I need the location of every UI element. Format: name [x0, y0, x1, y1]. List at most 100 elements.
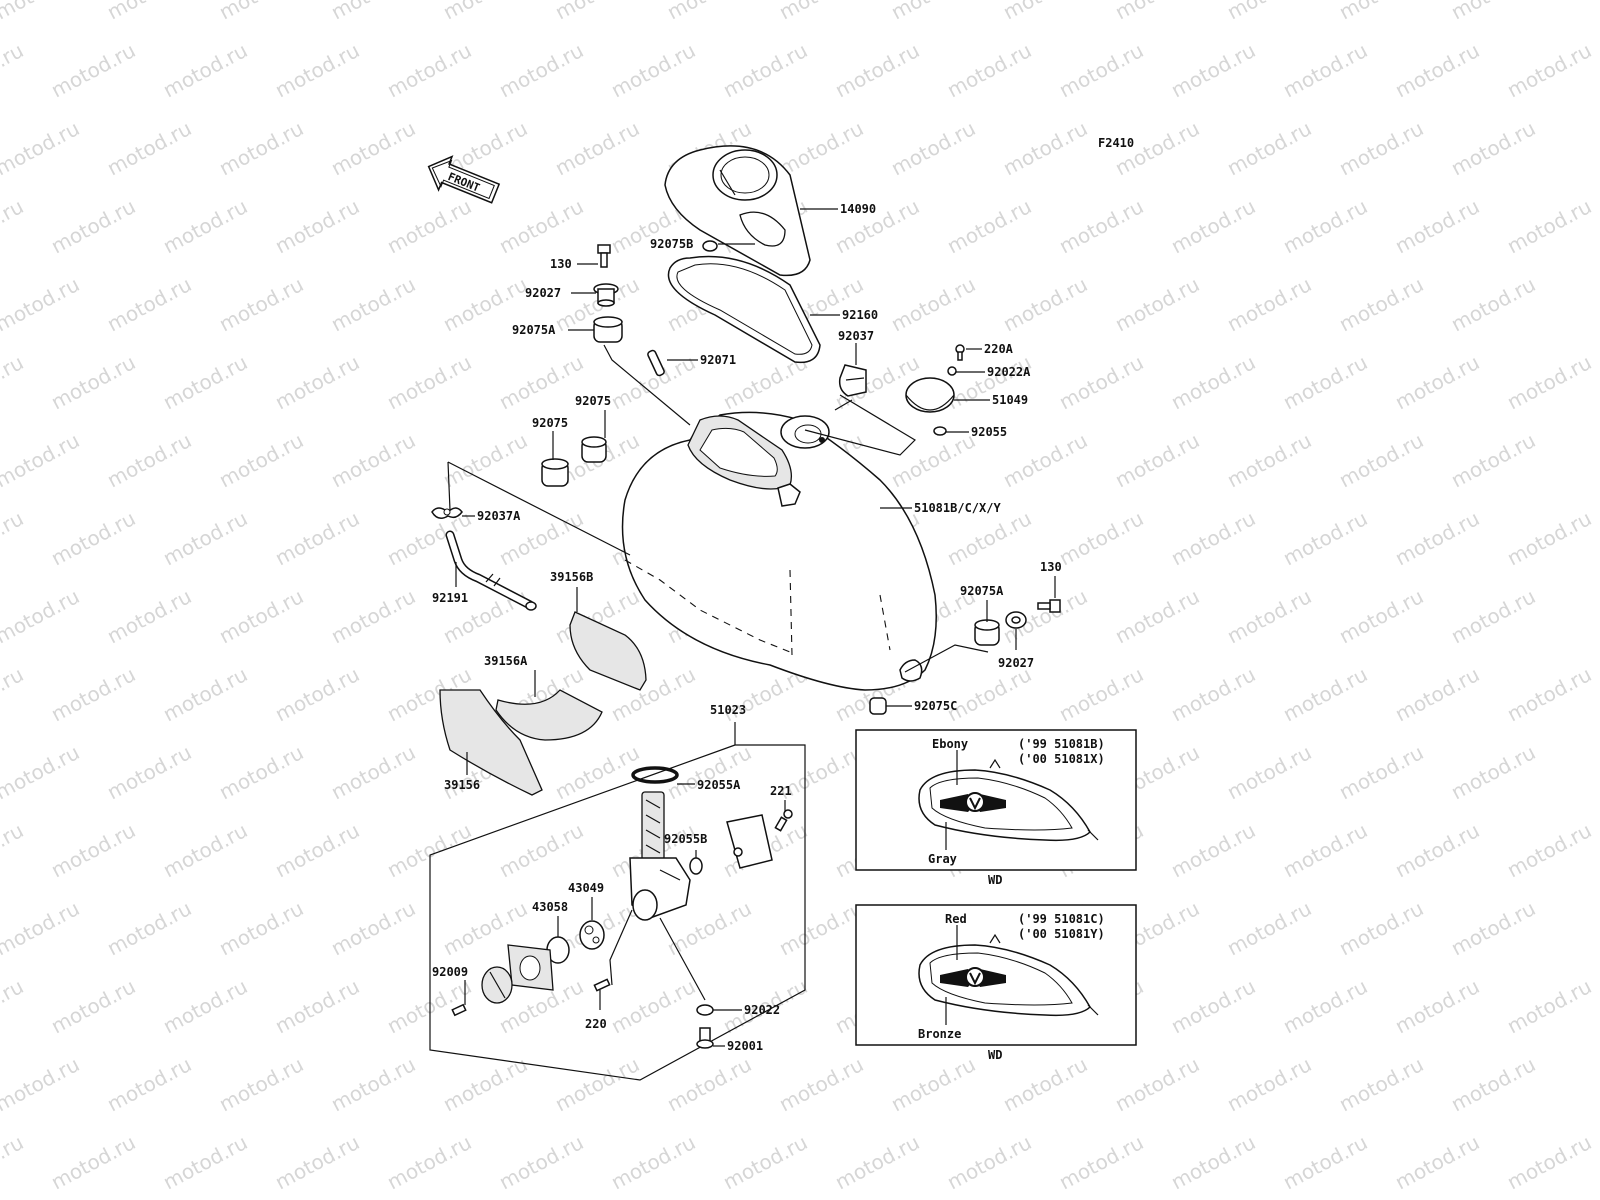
label-51049: 51049: [992, 393, 1028, 407]
watermark-text: motod.ru: [1223, 0, 1315, 24]
watermark-text: motod.ru: [943, 194, 1035, 258]
seal-92160: [667, 255, 821, 364]
watermark-text: motod.ru: [271, 662, 363, 726]
variant-tank-2: [918, 933, 1099, 1017]
variant-2-bottom-color: Bronze: [918, 1027, 961, 1041]
watermark-text: motod.ru: [159, 194, 251, 258]
watermark-text: motod.ru: [943, 1130, 1035, 1194]
watermark-text: motod.ru: [1391, 818, 1483, 882]
watermark-text: motod.ru: [0, 818, 27, 882]
watermark-text: motod.ru: [1111, 272, 1203, 336]
watermark-text: motod.ru: [775, 116, 867, 180]
watermark-text: motod.ru: [1167, 974, 1259, 1038]
damper-92075-left: [541, 458, 569, 487]
label-92009: 92009: [432, 965, 468, 979]
watermark-text: motod.ru: [0, 974, 27, 1038]
label-39156: 39156: [444, 778, 480, 792]
watermark-text: motod.ru: [775, 1052, 867, 1116]
screw-220: [593, 978, 611, 992]
watermark-text: motod.ru: [1335, 428, 1427, 492]
watermark-text: motod.ru: [103, 428, 195, 492]
watermark-text: motod.ru: [607, 1130, 699, 1194]
watermark-text: motod.ru: [47, 1130, 139, 1194]
watermark-text: motod.ru: [999, 116, 1091, 180]
watermark-text: motod.ru: [215, 0, 307, 24]
watermark-text: motod.ru: [1055, 506, 1147, 570]
watermark-text: motod.ru: [775, 0, 867, 24]
label-14090: 14090: [840, 202, 876, 216]
watermark-text: motod.ru: [0, 116, 83, 180]
watermark-text: motod.ru: [663, 1052, 755, 1116]
watermark-text: motod.ru: [159, 38, 251, 102]
figure-code: F2410: [1098, 136, 1134, 150]
variant-1-code: WD: [988, 873, 1002, 887]
watermark-text: motod.ru: [1391, 662, 1483, 726]
watermark-text: motod.ru: [1503, 662, 1595, 726]
watermark-text: motod.ru: [47, 974, 139, 1038]
watermark-text: motod.ru: [327, 116, 419, 180]
watermark-text: motod.ru: [327, 428, 419, 492]
watermark-text: motod.ru: [943, 38, 1035, 102]
variant-2-code: WD: [988, 1048, 1002, 1062]
watermark-text: motod.ru: [495, 194, 587, 258]
watermark-text: motod.ru: [215, 1052, 307, 1116]
label-92075-right: 92075: [575, 394, 611, 408]
label-221: 221: [770, 784, 792, 798]
watermark-text: motod.ru: [551, 0, 643, 24]
variant-1-line2: ('00 51081X): [1018, 752, 1105, 766]
watermark-text: motod.ru: [495, 350, 587, 414]
watermark-text: motod.ru: [495, 38, 587, 102]
watermark-text: motod.ru: [1447, 0, 1539, 24]
watermark-text: motod.ru: [103, 116, 195, 180]
watermark-text: motod.ru: [1111, 584, 1203, 648]
label-92191: 92191: [432, 591, 468, 605]
watermark-text: motod.ru: [0, 38, 27, 102]
watermark-text: motod.ru: [0, 506, 27, 570]
watermark-text: motod.ru: [1391, 194, 1483, 258]
watermark-text: motod.ru: [1279, 350, 1371, 414]
watermark-text: motod.ru: [1167, 662, 1259, 726]
watermark-text: motod.ru: [1167, 350, 1259, 414]
watermark-text: motod.ru: [159, 974, 251, 1038]
variant-box-2: Red ('99 51081C) ('00 51081Y) Bronze WD: [855, 904, 1137, 1062]
watermark-text: motod.ru: [1391, 506, 1483, 570]
clamp-92037: [838, 364, 867, 397]
watermark-text: motod.ru: [383, 818, 475, 882]
pin-92071: [647, 349, 665, 377]
label-92055: 92055: [971, 425, 1007, 439]
watermark-text: motod.ru: [439, 0, 531, 24]
watermark-text: motod.ru: [719, 38, 811, 102]
watermark-text: motod.ru: [1167, 818, 1259, 882]
label-39156B: 39156B: [550, 570, 593, 584]
watermark-text: motod.ru: [383, 1130, 475, 1194]
watermark-text: motod.ru: [159, 662, 251, 726]
watermark-text: motod.ru: [1223, 428, 1315, 492]
washer-92075B: [702, 240, 718, 252]
watermark-text: motod.ru: [439, 428, 531, 492]
watermark-text: motod.ru: [663, 0, 755, 24]
label-92075B: 92075B: [650, 237, 693, 251]
watermark-text: motod.ru: [775, 896, 867, 960]
watermark-text: motod.ru: [383, 350, 475, 414]
pad-39156: [439, 689, 543, 796]
watermark-text: motod.ru: [1111, 428, 1203, 492]
label-92075A-top: 92075A: [512, 323, 556, 337]
watermark-text: motod.ru: [1335, 272, 1427, 336]
damper-92075-right: [581, 436, 607, 463]
watermark-text: motod.ru: [1335, 0, 1427, 24]
watermark-text: motod.ru: [215, 896, 307, 960]
watermark-text: motod.ru: [103, 1052, 195, 1116]
watermark-text: motod.ru: [887, 272, 979, 336]
watermark-text: motod.ru: [159, 350, 251, 414]
watermark-text: motod.ru: [1055, 38, 1147, 102]
watermark-text: motod.ru: [1391, 38, 1483, 102]
watermark-text: motod.ru: [1447, 584, 1539, 648]
damper-92075C: [869, 697, 887, 715]
washer-92022: [696, 1004, 714, 1016]
label-130-top: 130: [550, 257, 572, 271]
label-51081: 51081B/C/X/Y: [914, 501, 1001, 515]
watermark-text: motod.ru: [1447, 116, 1539, 180]
variant-box-1: Ebony ('99 51081B) ('00 51081X) Gray WD: [855, 729, 1137, 887]
